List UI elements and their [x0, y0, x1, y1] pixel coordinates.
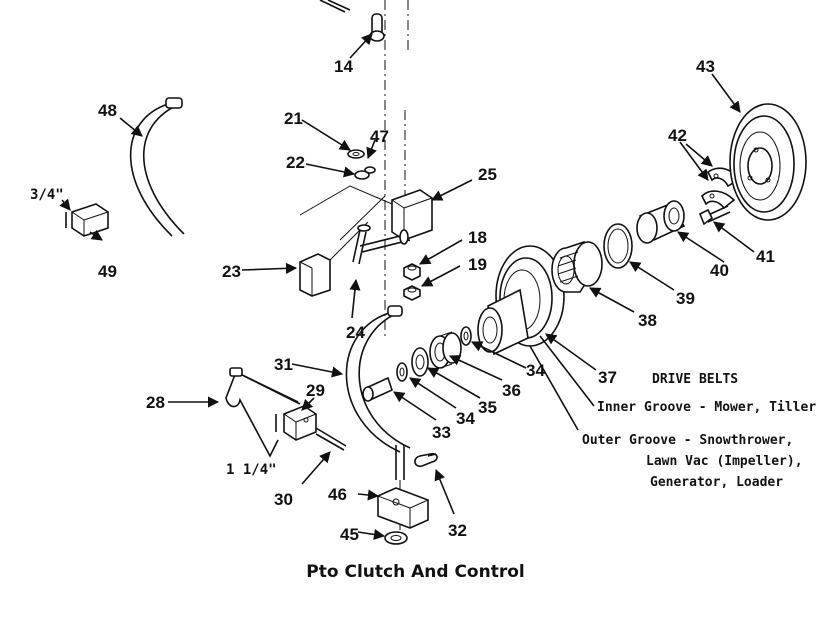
- label-43: 43: [696, 57, 715, 76]
- drive-belts-outer-3: Generator, Loader: [650, 475, 783, 490]
- label-34-b: 34: [526, 361, 545, 380]
- label-14: 14: [334, 57, 353, 76]
- label-48: 48: [98, 101, 117, 120]
- drive-belts-inner: Inner Groove - Mower, Tiller: [597, 400, 816, 415]
- part-33-bushing: [362, 376, 393, 402]
- part-28-wire: [225, 371, 301, 458]
- part-31-lever: [345, 311, 411, 453]
- label-36: 36: [502, 381, 521, 400]
- part-29-block: [275, 405, 317, 441]
- part-14-clip: [369, 13, 385, 42]
- label-38: 38: [638, 311, 657, 330]
- label-49: 49: [98, 262, 117, 281]
- label-32: 32: [448, 521, 467, 540]
- part-48-end: [165, 97, 183, 109]
- label-47: 47: [370, 127, 389, 146]
- part-35-washer: [411, 347, 429, 377]
- part-31-top: [387, 305, 403, 317]
- part-48-rod: [129, 103, 185, 237]
- label-45: 45: [340, 525, 359, 544]
- part-18-nut: [403, 263, 421, 281]
- part-23-bracket: [299, 253, 331, 297]
- label-33: 33: [432, 423, 451, 442]
- part-46-bracket: [377, 487, 429, 529]
- dimension-three-quarter: 3/4": [30, 187, 64, 203]
- part-43-pulley: [729, 103, 807, 221]
- label-41: 41: [756, 247, 775, 266]
- part-28-tab: [229, 367, 243, 377]
- label-35: 35: [478, 398, 497, 417]
- part-38-bearing: [551, 241, 603, 293]
- dimension-one-quarter: 1 1/4": [226, 462, 277, 478]
- guide-lines: [299, 185, 393, 261]
- diagram-caption: Pto Clutch And Control: [306, 562, 525, 582]
- part-19-nut: [403, 285, 421, 301]
- drive-belts-heading: DRIVE BELTS: [652, 372, 738, 387]
- part-36-bearing: [429, 331, 462, 369]
- part-34-washer-b: [460, 326, 472, 346]
- label-37: 37: [598, 368, 617, 387]
- part-41-bolt: [698, 205, 731, 226]
- part-49-block: [65, 203, 109, 237]
- label-24: 24: [346, 323, 365, 342]
- label-18: 18: [468, 228, 487, 247]
- label-22: 22: [286, 153, 305, 172]
- part-21-washer: [347, 149, 365, 159]
- part-37-pulley: [477, 245, 565, 356]
- label-29: 29: [306, 381, 325, 400]
- leader-lines: [59, 33, 755, 541]
- label-23: 23: [222, 262, 241, 281]
- label-25: 25: [478, 165, 497, 184]
- drive-belts-outer-2: Lawn Vac (Impeller),: [646, 454, 803, 469]
- part-40-sleeve: [636, 200, 686, 244]
- drive-belts-outer-1: Outer Groove - Snowthrower,: [582, 433, 793, 448]
- label-42: 42: [668, 126, 687, 145]
- control-rod-top: [319, 0, 351, 13]
- part-24-bolt: [352, 224, 371, 265]
- bolt-25-head: [399, 229, 409, 245]
- part-32-chain: [414, 452, 438, 468]
- label-39: 39: [676, 289, 695, 308]
- label-46: 46: [328, 485, 347, 504]
- label-34-a: 34: [456, 409, 475, 428]
- part-34-washer-a: [396, 362, 408, 382]
- label-30: 30: [274, 490, 293, 509]
- label-21: 21: [284, 109, 303, 128]
- label-40: 40: [710, 261, 729, 280]
- part-25-bracket: [391, 189, 433, 241]
- label-31: 31: [274, 355, 293, 374]
- part-47-pin: [364, 166, 376, 174]
- label-19: 19: [468, 255, 487, 274]
- label-28: 28: [146, 393, 165, 412]
- part-45-nut: [384, 531, 408, 545]
- part-30-rod: [315, 427, 347, 451]
- part-39-ring: [603, 223, 633, 269]
